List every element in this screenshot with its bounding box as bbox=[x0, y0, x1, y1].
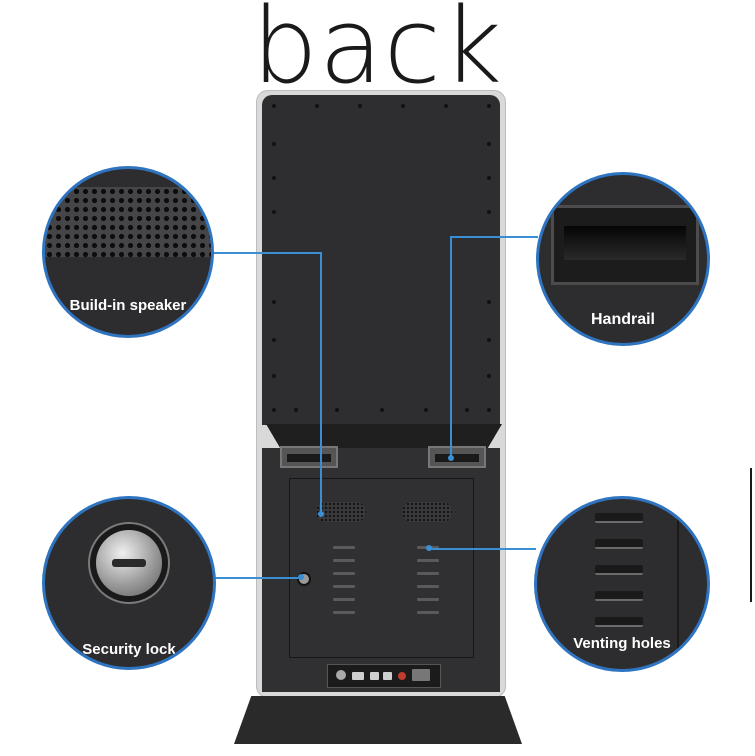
kiosk-shelf bbox=[266, 424, 502, 448]
page-edge-mark bbox=[750, 468, 752, 602]
callout-line-speaker bbox=[320, 252, 322, 514]
screw-icon bbox=[272, 176, 276, 180]
power-switch-icon bbox=[336, 670, 346, 680]
callout-handrail-label: Handrail bbox=[590, 311, 655, 328]
screw-icon bbox=[315, 104, 319, 108]
screw-icon bbox=[487, 176, 491, 180]
page-title: back bbox=[251, 0, 504, 107]
callout-dot bbox=[318, 511, 324, 517]
usb-port-icon bbox=[383, 672, 392, 680]
screw-icon bbox=[272, 408, 276, 412]
power-button-icon bbox=[398, 672, 406, 680]
screw-icon bbox=[487, 104, 491, 108]
handrail-slot-left bbox=[280, 446, 338, 468]
screw-icon bbox=[358, 104, 362, 108]
handrail-slot-right bbox=[428, 446, 486, 468]
screw-icon bbox=[380, 408, 384, 412]
screw-icon bbox=[487, 210, 491, 214]
screw-icon bbox=[487, 142, 491, 146]
speaker-grille-left bbox=[316, 502, 366, 522]
kiosk-back-panel bbox=[262, 95, 500, 425]
handrail-icon bbox=[551, 205, 699, 285]
callout-vent-label: Venting holes bbox=[573, 635, 671, 652]
screw-icon bbox=[487, 300, 491, 304]
callout-dot bbox=[426, 545, 432, 551]
cabinet-door bbox=[289, 478, 474, 658]
screw-icon bbox=[272, 210, 276, 214]
kiosk-lower-cabinet bbox=[262, 448, 500, 692]
vent-slot bbox=[333, 611, 355, 614]
callout-line-vent bbox=[428, 548, 536, 550]
vent-slot bbox=[417, 572, 439, 575]
screw-icon bbox=[401, 104, 405, 108]
screw-icon bbox=[272, 104, 276, 108]
screw-icon bbox=[487, 408, 491, 412]
screw-icon bbox=[272, 338, 276, 342]
callout-line-lock bbox=[212, 577, 302, 579]
vent-slot bbox=[333, 572, 355, 575]
callout-line-handrail bbox=[450, 236, 538, 238]
speaker-grille-icon bbox=[45, 187, 211, 257]
callout-lock: Security lock bbox=[42, 496, 216, 670]
screw-icon bbox=[294, 408, 298, 412]
callout-vent: Venting holes bbox=[534, 496, 710, 672]
screw-icon bbox=[487, 338, 491, 342]
callout-handrail: Handrail bbox=[536, 172, 710, 346]
screw-icon bbox=[465, 408, 469, 412]
vent-slot bbox=[333, 585, 355, 588]
callout-dot bbox=[448, 455, 454, 461]
screw-icon bbox=[335, 408, 339, 412]
screw-icon bbox=[487, 374, 491, 378]
vent-slot bbox=[417, 611, 439, 614]
vent-slot bbox=[417, 585, 439, 588]
screw-icon bbox=[424, 408, 428, 412]
usb-port-icon bbox=[370, 672, 379, 680]
power-socket-icon bbox=[412, 669, 430, 681]
speaker-grille-right bbox=[402, 502, 452, 522]
callout-lock-label: Security lock bbox=[82, 641, 176, 658]
vent-slot bbox=[417, 598, 439, 601]
kiosk-base bbox=[234, 696, 522, 744]
vent-slot bbox=[333, 598, 355, 601]
callout-line-speaker bbox=[212, 252, 322, 254]
callout-speaker: Build-in speaker bbox=[42, 166, 214, 338]
screw-icon bbox=[272, 374, 276, 378]
lock-icon bbox=[96, 529, 162, 596]
vent-slot bbox=[417, 559, 439, 562]
io-port-panel bbox=[327, 664, 441, 688]
network-port-icon bbox=[352, 672, 364, 680]
screw-icon bbox=[272, 300, 276, 304]
screw-icon bbox=[272, 142, 276, 146]
screw-icon bbox=[444, 104, 448, 108]
vent-slot bbox=[333, 546, 355, 549]
callout-speaker-label: Build-in speaker bbox=[69, 297, 187, 314]
callout-dot bbox=[298, 574, 304, 580]
vent-slot bbox=[333, 559, 355, 562]
callout-line-handrail bbox=[450, 236, 452, 458]
